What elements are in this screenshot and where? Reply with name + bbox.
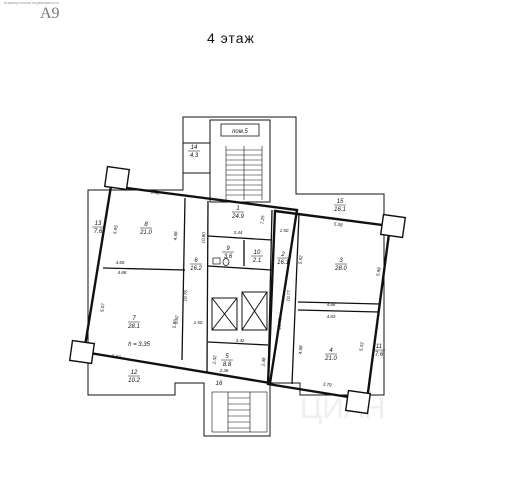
sanitary-fixtures xyxy=(212,257,230,266)
room-number-1: 1 xyxy=(236,206,239,212)
dimension-label: 2.32 xyxy=(212,355,218,366)
room-area-11: 7.6 xyxy=(375,352,384,358)
dimension-label: 4.68 xyxy=(327,302,336,307)
dimension-label: 5.62 xyxy=(112,353,122,359)
dimension-label: 4.68 xyxy=(173,231,179,241)
room-area-14: 4.3 xyxy=(190,153,199,159)
room-number-6: 6 xyxy=(194,258,198,264)
west-wing-wall xyxy=(82,184,299,385)
partitions xyxy=(102,197,381,385)
room-number-10: 10 xyxy=(254,250,261,256)
ceiling-height-note: h = 3,35 xyxy=(128,342,151,348)
dimension-label: 3.44 xyxy=(234,230,243,235)
room-area-1: 24.9 xyxy=(231,214,244,220)
room-area-2: 16.1 xyxy=(277,260,289,266)
dimension-label: 5.92 xyxy=(298,255,304,265)
dimension-label: 5.07 xyxy=(99,303,106,313)
room-area-5: 8.8 xyxy=(223,362,232,368)
dimension-label: 5.33 xyxy=(358,342,365,352)
room-number-4: 4 xyxy=(329,348,333,354)
stairs-top xyxy=(225,146,263,200)
room-area-6: 16.2 xyxy=(190,266,202,272)
room-area-7: 28.1 xyxy=(127,324,140,330)
dimension-label: 1.50 xyxy=(280,228,289,233)
elevators xyxy=(211,291,268,331)
dimension-label: 7.25 xyxy=(260,215,266,225)
room-number-12: 12 xyxy=(131,370,138,376)
room-number-3: 3 xyxy=(339,258,343,264)
room-number-2: 2 xyxy=(280,252,285,258)
room-area-4: 21.0 xyxy=(324,356,337,362)
dimension-label: 5.92 xyxy=(174,315,180,325)
room-area-3: 28.0 xyxy=(334,266,347,272)
floor-title: 4 этаж xyxy=(207,30,255,46)
copyright-note: Коммерческая недвижимость xyxy=(4,0,59,5)
dimension-label: 4.63 xyxy=(327,314,336,319)
dimension-label: 5.98 xyxy=(375,267,382,277)
dimension-label: 5.58 xyxy=(334,221,344,227)
room-number-9: 9 xyxy=(226,246,230,252)
room-number-11: 11 xyxy=(376,344,382,350)
room-area-8: 21.0 xyxy=(139,230,152,236)
corner-column-nw xyxy=(103,165,131,191)
dimension-label: 10.80 xyxy=(201,232,207,244)
dimension-label: 3.42 xyxy=(236,338,245,343)
room-number-14: 14 xyxy=(191,145,198,151)
dimension-label: 2.48 xyxy=(261,357,267,368)
room-number-13: 13 xyxy=(95,221,102,227)
stairs-bottom xyxy=(211,391,268,433)
corner-column-ne xyxy=(379,213,407,239)
room-number-8: 8 xyxy=(144,222,148,228)
dimension-label: 10.73 xyxy=(277,318,283,330)
room-number-7: 7 xyxy=(132,316,136,322)
dimension-label: 3.79 xyxy=(323,381,333,387)
room-area-9: 3.6 xyxy=(224,254,233,260)
dimension-label: 4.68 xyxy=(298,345,304,355)
room-area-10: 2.1 xyxy=(252,258,261,264)
corner-column-sw xyxy=(68,339,96,365)
corner-column-se xyxy=(344,389,372,415)
room-number-16: 16 xyxy=(216,381,223,387)
room-area-15: 16.1 xyxy=(334,207,346,213)
dimension-label: 5.95 xyxy=(112,225,119,235)
room-number-15: 15 xyxy=(337,199,344,205)
stair-label-box xyxy=(220,123,260,137)
stair-room-label: пом.5 xyxy=(232,129,248,135)
watermark: ЦИАН xyxy=(300,392,385,425)
room-area-12: 10.2 xyxy=(128,378,140,384)
building-code: A9 xyxy=(40,5,60,22)
dimension-label: 1.50 xyxy=(194,320,203,325)
room-14-outline xyxy=(182,142,211,174)
dimension-label: 5.92 xyxy=(172,319,178,329)
dimension-label: 10.76 xyxy=(183,290,189,302)
room-number-5: 5 xyxy=(225,354,229,360)
dimension-label: 10.77 xyxy=(286,290,292,302)
dimension-label: 2.36 xyxy=(219,368,229,373)
dimension-label: 4.65 xyxy=(116,260,125,265)
room-area-13: 7.6 xyxy=(94,229,103,235)
dimension-label: 3.60 xyxy=(151,189,161,195)
dimension-label: 4.68 xyxy=(118,270,127,275)
